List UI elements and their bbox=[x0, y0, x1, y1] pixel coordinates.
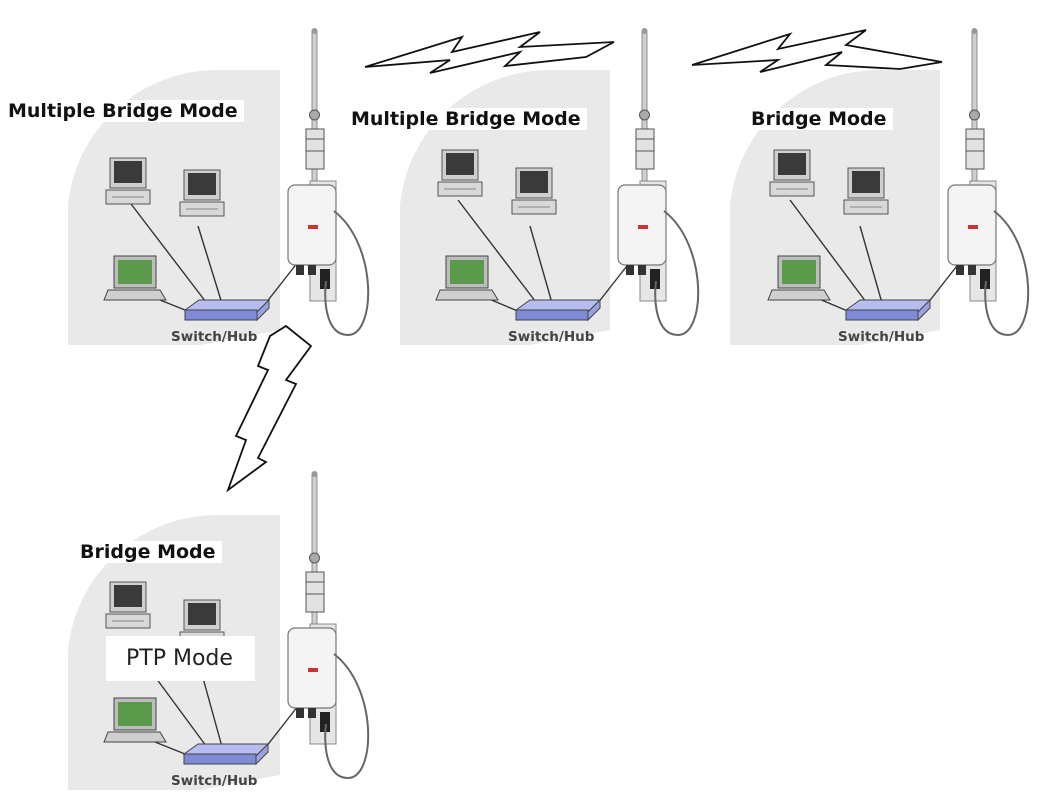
mode-label-site-a: Multiple Bridge Mode bbox=[2, 100, 244, 122]
mode-label-site-b: Multiple Bridge Mode bbox=[345, 108, 587, 130]
access-point-icon bbox=[617, 27, 700, 336]
desktop-computer-icon bbox=[511, 167, 557, 215]
desktop-computer-icon bbox=[105, 157, 151, 205]
switch-hub-icon bbox=[845, 299, 931, 321]
mode-label-site-c: Bridge Mode bbox=[745, 108, 893, 130]
switch-hub-label: Switch/Hub bbox=[171, 329, 258, 345]
desktop-computer-icon bbox=[437, 149, 483, 197]
wireless-link-b-c bbox=[691, 29, 943, 73]
switch-hub-icon bbox=[183, 743, 269, 765]
switch-hub-icon bbox=[184, 299, 270, 321]
switch-hub-label: Switch/Hub bbox=[838, 329, 925, 345]
desktop-computer-icon bbox=[179, 169, 225, 217]
wireless-link-a-d bbox=[226, 324, 313, 493]
switch-hub-label: Switch/Hub bbox=[171, 773, 258, 789]
mode-label-site-d: Bridge Mode bbox=[74, 541, 222, 563]
switch-hub-icon bbox=[515, 299, 601, 321]
ptp-mode-label: PTP Mode bbox=[106, 636, 255, 681]
access-point-icon bbox=[287, 27, 370, 336]
site-a: Switch/Hub bbox=[103, 27, 370, 345]
desktop-computer-icon bbox=[769, 149, 815, 197]
wireless-link-a-b bbox=[364, 31, 615, 74]
switch-hub-label: Switch/Hub bbox=[508, 329, 595, 345]
access-point-icon bbox=[947, 27, 1030, 336]
site-b: Switch/Hub bbox=[435, 27, 700, 345]
site-c: Switch/Hub bbox=[767, 27, 1030, 345]
desktop-computer-icon bbox=[843, 167, 889, 215]
access-point-icon bbox=[287, 470, 370, 779]
desktop-computer-icon bbox=[105, 581, 151, 629]
